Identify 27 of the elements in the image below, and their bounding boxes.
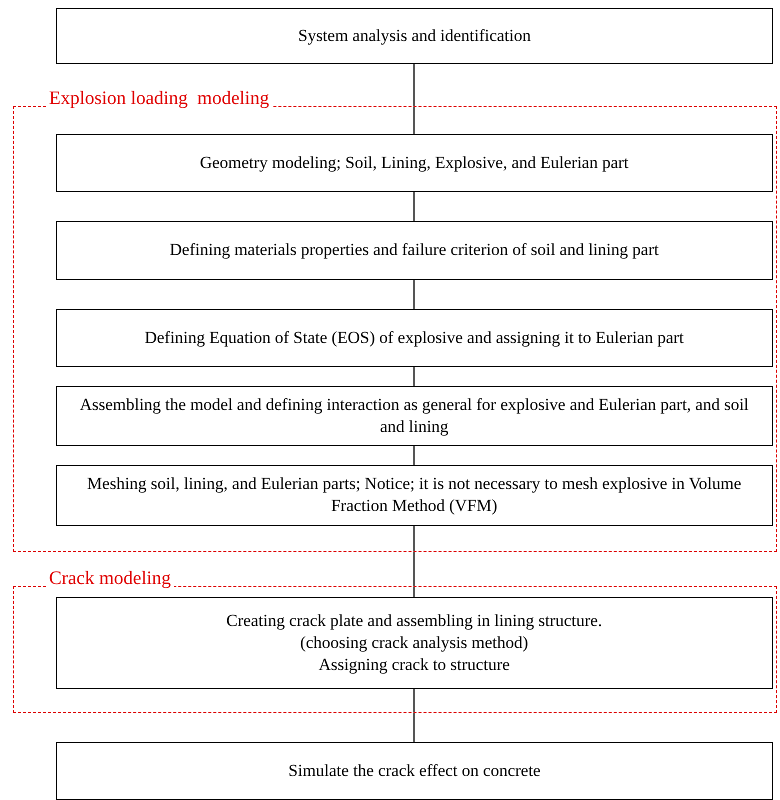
box-text: System analysis and identification [298, 24, 531, 47]
process-box [56, 742, 773, 800]
connector-line [413, 192, 415, 221]
connector-line [413, 64, 415, 134]
connector-line [413, 689, 415, 742]
box-text: Assembling the model and defining interaction as general for explosive and Eulerian part, and soil and lining [78, 394, 750, 438]
box-text: (choosing crack analysis method) [300, 632, 528, 654]
box-text: Simulate the crack effect on concrete [288, 760, 541, 782]
box-text: Geometry modeling; Soil, Lining, Explosive, and Eulerian part [200, 152, 629, 174]
process-box [56, 220, 773, 280]
connector-line [413, 367, 415, 386]
connector-line [413, 526, 415, 597]
group-heading: Explosion loading modeling [46, 88, 272, 110]
box-text: Defining Equation of State (EOS) of explosive and assigning it to Eulerian part [144, 326, 684, 349]
box-text: Defining materials properties and failure criterion of soil and lining part [170, 239, 659, 262]
group-heading: Crack modeling [46, 568, 174, 590]
process-box [56, 308, 773, 367]
process-box [56, 386, 773, 446]
box-text: Creating crack plate and assembling in lining structure. [226, 610, 602, 632]
process-box [56, 596, 773, 689]
box-text: Meshing soil, lining, and Eulerian parts; Notice; it is not necessary to mesh explosive in Volume Fraction Method (VFM) [86, 473, 742, 518]
connector-line [413, 280, 415, 309]
process-box [56, 464, 773, 526]
box-text: Assigning crack to structure [318, 654, 510, 676]
connector-line [413, 446, 415, 465]
process-box [56, 134, 773, 192]
process-box [56, 8, 773, 64]
